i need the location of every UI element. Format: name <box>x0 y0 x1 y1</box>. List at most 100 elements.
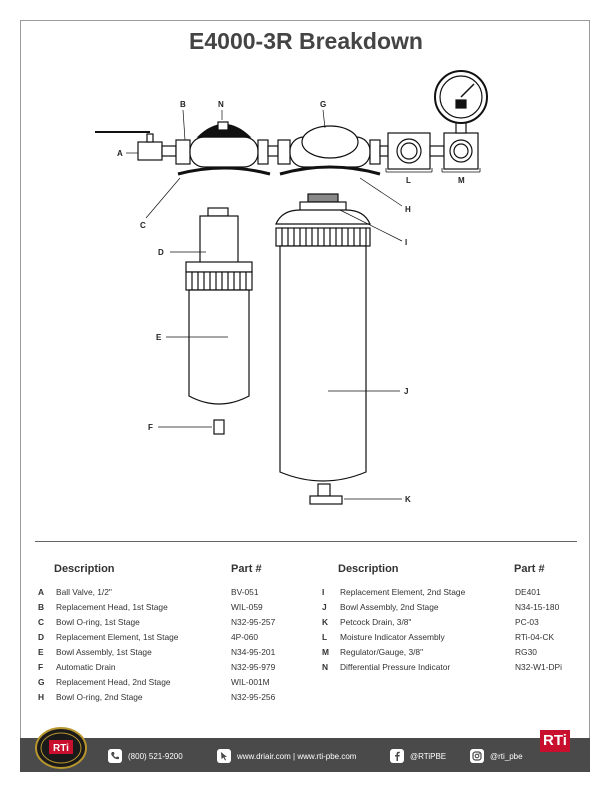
row-letter: H <box>38 692 45 702</box>
row-letter: J <box>322 602 327 612</box>
footer-instagram-text: @rti_pbe <box>490 751 523 761</box>
row-description: Differential Pressure Indicator <box>340 662 451 672</box>
table-row: D Replacement Element, 1st Stage 4P-060 <box>38 630 298 645</box>
row-description: Replacement Element, 2nd Stage <box>340 587 466 597</box>
automatic-drain-illustration <box>213 419 225 435</box>
rti-brand-logo: RTi <box>540 730 570 752</box>
table-row: K Petcock Drain, 3/8" PC-03 <box>322 615 582 630</box>
page-title: E4000-3R Breakdown <box>189 28 423 54</box>
row-part-number: DE401 <box>515 587 541 597</box>
footer-facebook[interactable]: @RTiPBE <box>390 749 446 763</box>
parts-table-right: I Replacement Element, 2nd Stage DE401 J Bo… <box>322 585 582 675</box>
callout-k: K <box>405 495 411 504</box>
row-letter: C <box>38 617 45 627</box>
row-letter: N <box>322 662 329 672</box>
callout-j: J <box>404 387 408 396</box>
footer-phone-text: (800) 521-9200 <box>128 751 183 761</box>
table-row: G Replacement Head, 2nd Stage WIL-001M <box>38 675 298 690</box>
callout-a: A <box>117 149 123 158</box>
regulator-gauge-illustration <box>434 70 488 170</box>
footer-phone[interactable]: (800) 521-9200 <box>108 749 183 763</box>
svg-text:RTi: RTi <box>53 743 69 754</box>
element-2nd-stage-illustration <box>299 193 347 213</box>
row-letter: A <box>38 587 45 597</box>
instagram-icon <box>470 749 484 763</box>
row-description: Bowl O-ring, 2nd Stage <box>56 692 143 702</box>
bowl-2nd-stage-illustration <box>275 209 371 482</box>
row-part-number: N32-W1-DPi <box>515 662 562 672</box>
row-description: Bowl Assembly, 2nd Stage <box>340 602 439 612</box>
row-letter: L <box>322 632 328 642</box>
footer-web[interactable]: www.driair.com | www.rti-pbe.com <box>217 749 356 763</box>
row-part-number: N34-15-180 <box>515 602 560 612</box>
bowl-1st-stage-illustration <box>185 261 253 405</box>
row-description: Bowl Assembly, 1st Stage <box>56 647 152 657</box>
row-description: Petcock Drain, 3/8" <box>340 617 412 627</box>
ball-valve-illustration <box>95 131 177 161</box>
phone-icon <box>108 749 122 763</box>
row-part-number: PC-03 <box>515 617 539 627</box>
rti-seal-logo: RTi <box>35 727 87 769</box>
row-part-number: 4P-060 <box>231 632 259 642</box>
row-description: Moisture Indicator Assembly <box>340 632 445 642</box>
row-description: Replacement Head, 1st Stage <box>56 602 168 612</box>
callout-n: N <box>218 100 224 109</box>
table-row: H Bowl O-ring, 2nd Stage N32-95-256 <box>38 690 298 705</box>
moisture-indicator-illustration <box>379 132 445 170</box>
callout-c: C <box>140 221 146 230</box>
callout-h: H <box>405 205 411 214</box>
row-letter: E <box>38 647 44 657</box>
row-letter: D <box>38 632 45 642</box>
row-letter: G <box>38 677 45 687</box>
row-description: Automatic Drain <box>56 662 116 672</box>
table-row: C Bowl O-ring, 1st Stage N32-95-257 <box>38 615 298 630</box>
callout-e: E <box>156 333 162 342</box>
row-letter: K <box>322 617 329 627</box>
callout-b: B <box>180 100 186 109</box>
row-description: Ball Valve, 1/2" <box>56 587 112 597</box>
row-part-number: RG30 <box>515 647 537 657</box>
table-row: B Replacement Head, 1st Stage WIL-059 <box>38 600 298 615</box>
table-row: I Replacement Element, 2nd Stage DE401 <box>322 585 582 600</box>
footer-instagram[interactable]: @rti_pbe <box>470 749 523 763</box>
description-header-right: Description <box>338 563 399 575</box>
row-part-number: N34-95-201 <box>231 647 276 657</box>
row-description: Regulator/Gauge, 3/8" <box>340 647 424 657</box>
row-letter: M <box>322 647 329 657</box>
footer-web-text: www.driair.com | www.rti-pbe.com <box>237 751 357 761</box>
head-2nd-stage-illustration <box>267 125 381 176</box>
footer-bar: (800) 521-9200 www.driair.com | www.rti-… <box>20 738 590 772</box>
row-description: Replacement Element, 1st Stage <box>56 632 179 642</box>
row-description: Bowl O-ring, 1st Stage <box>56 617 140 627</box>
description-header-left: Description <box>54 563 115 575</box>
petcock-drain-illustration <box>309 483 343 505</box>
cursor-icon <box>217 749 231 763</box>
breakdown-diagram: A B N G C H L M D I E J F K <box>95 70 488 505</box>
row-part-number: N32-95-256 <box>231 692 276 702</box>
row-part-number: WIL-059 <box>231 602 263 612</box>
callout-f: F <box>148 423 153 432</box>
row-part-number: N32-95-979 <box>231 662 276 672</box>
row-part-number: N32-95-257 <box>231 617 276 627</box>
row-letter: I <box>322 587 325 597</box>
callout-g: G <box>320 100 326 109</box>
row-part-number: WIL-001M <box>231 677 270 687</box>
row-letter: B <box>38 602 45 612</box>
section-divider <box>35 541 577 542</box>
head-1st-stage-illustration <box>175 121 271 176</box>
callout-i: I <box>405 238 407 247</box>
facebook-icon <box>390 749 404 763</box>
part-header-right: Part # <box>514 563 545 575</box>
row-part-number: RTi-04-CK <box>515 632 555 642</box>
row-description: Replacement Head, 2nd Stage <box>56 677 171 687</box>
part-header-left: Part # <box>231 563 262 575</box>
table-row: M Regulator/Gauge, 3/8" RG30 <box>322 645 582 660</box>
table-row: N Differential Pressure Indicator N32-W1-D… <box>322 660 582 675</box>
table-row: E Bowl Assembly, 1st Stage N34-95-201 <box>38 645 298 660</box>
callout-d: D <box>158 248 164 257</box>
table-row: L Moisture Indicator Assembly RTi-04-CK <box>322 630 582 645</box>
callout-l: L <box>406 176 411 185</box>
